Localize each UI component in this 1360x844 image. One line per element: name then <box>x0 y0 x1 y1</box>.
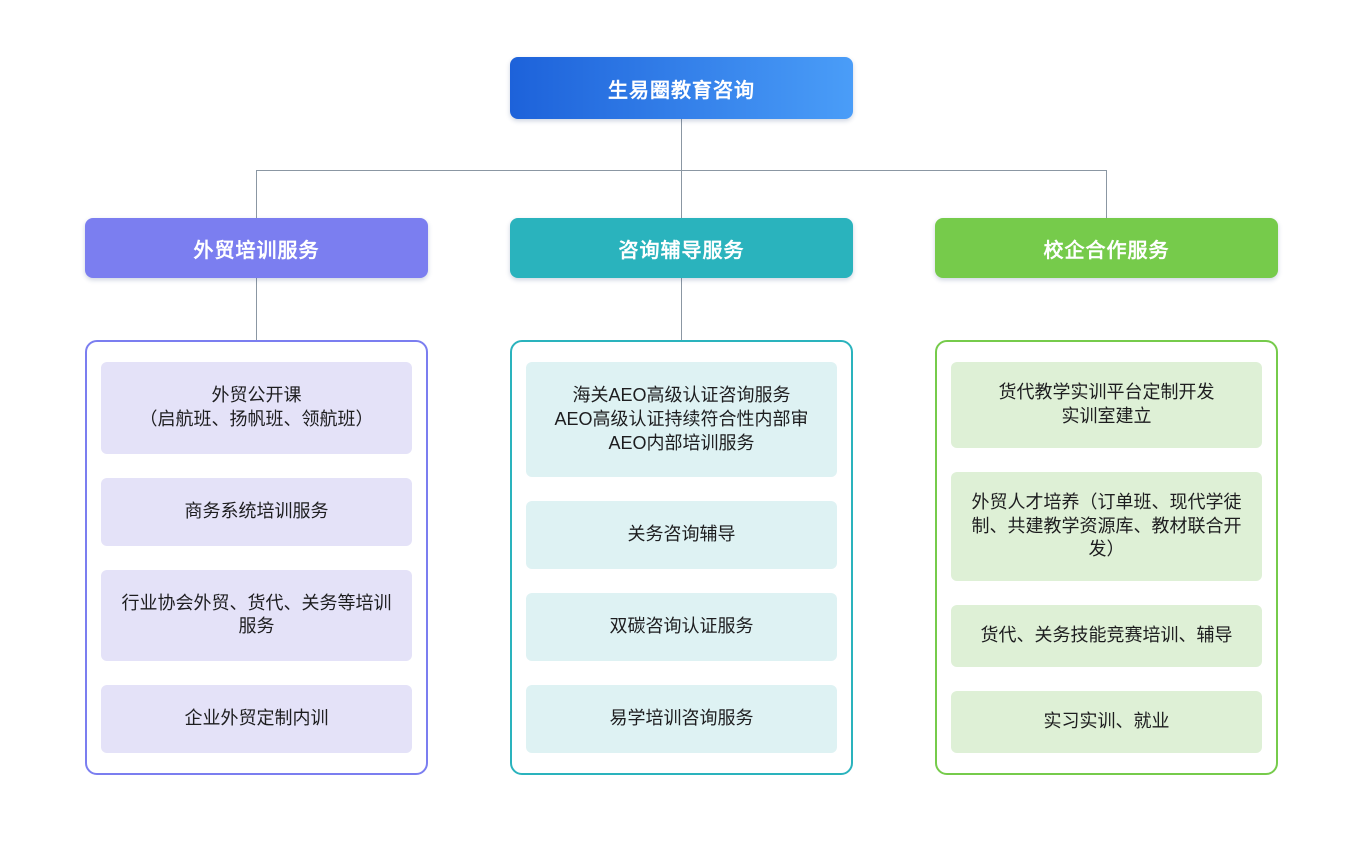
branch-header-label: 外贸培训服务 <box>193 239 320 262</box>
leaf-item: 易学培训咨询服务 <box>526 685 837 753</box>
branch-container-consulting: 海关AEO高级认证咨询服务 AEO高级认证持续符合性内部审 AEO内部培训服务 … <box>510 340 853 775</box>
branch-container-school-enterprise: 货代教学实训平台定制开发 实训室建立 外贸人才培养（订单班、现代学徒制、共建教学… <box>935 340 1278 775</box>
leaf-item: 关务咨询辅导 <box>526 501 837 570</box>
leaf-item: 商务系统培训服务 <box>101 477 412 546</box>
branch-header-label: 校企合作服务 <box>1043 239 1170 262</box>
connector-branch-1-drop <box>256 170 257 218</box>
branch-header-label: 咨询辅导服务 <box>618 239 745 262</box>
connector-branch-3-drop <box>1106 170 1107 218</box>
leaf-item: 实习实训、就业 <box>951 691 1262 753</box>
branch-header-consulting: 咨询辅导服务 <box>510 218 853 278</box>
connector-branch-2-container <box>681 278 682 340</box>
leaf-item: 外贸人才培养（订单班、现代学徒制、共建教学资源库、教材联合开发） <box>951 471 1262 582</box>
leaf-item: 货代、关务技能竞赛培训、辅导 <box>951 605 1262 668</box>
leaf-item: 企业外贸定制内训 <box>101 685 412 753</box>
leaf-item: 行业协会外贸、货代、关务等培训服务 <box>101 569 412 662</box>
leaf-item: 货代教学实训平台定制开发 实训室建立 <box>951 362 1262 448</box>
connector-branch-1-container <box>256 278 257 340</box>
leaf-item: 外贸公开课 （启航班、扬帆班、领航班） <box>101 362 412 454</box>
branch-container-trade-training: 外贸公开课 （启航班、扬帆班、领航班） 商务系统培训服务 行业协会外贸、货代、关… <box>85 340 428 775</box>
root-node-label: 生易圈教育咨询 <box>608 79 755 102</box>
connector-branch-2-drop <box>681 170 682 218</box>
root-node: 生易圈教育咨询 <box>510 57 853 119</box>
leaf-item: 双碳咨询认证服务 <box>526 593 837 662</box>
connector-root-drop <box>681 119 682 170</box>
leaf-item: 海关AEO高级认证咨询服务 AEO高级认证持续符合性内部审 AEO内部培训服务 <box>526 362 837 478</box>
branch-header-trade-training: 外贸培训服务 <box>85 218 428 278</box>
branch-header-school-enterprise: 校企合作服务 <box>935 218 1278 278</box>
